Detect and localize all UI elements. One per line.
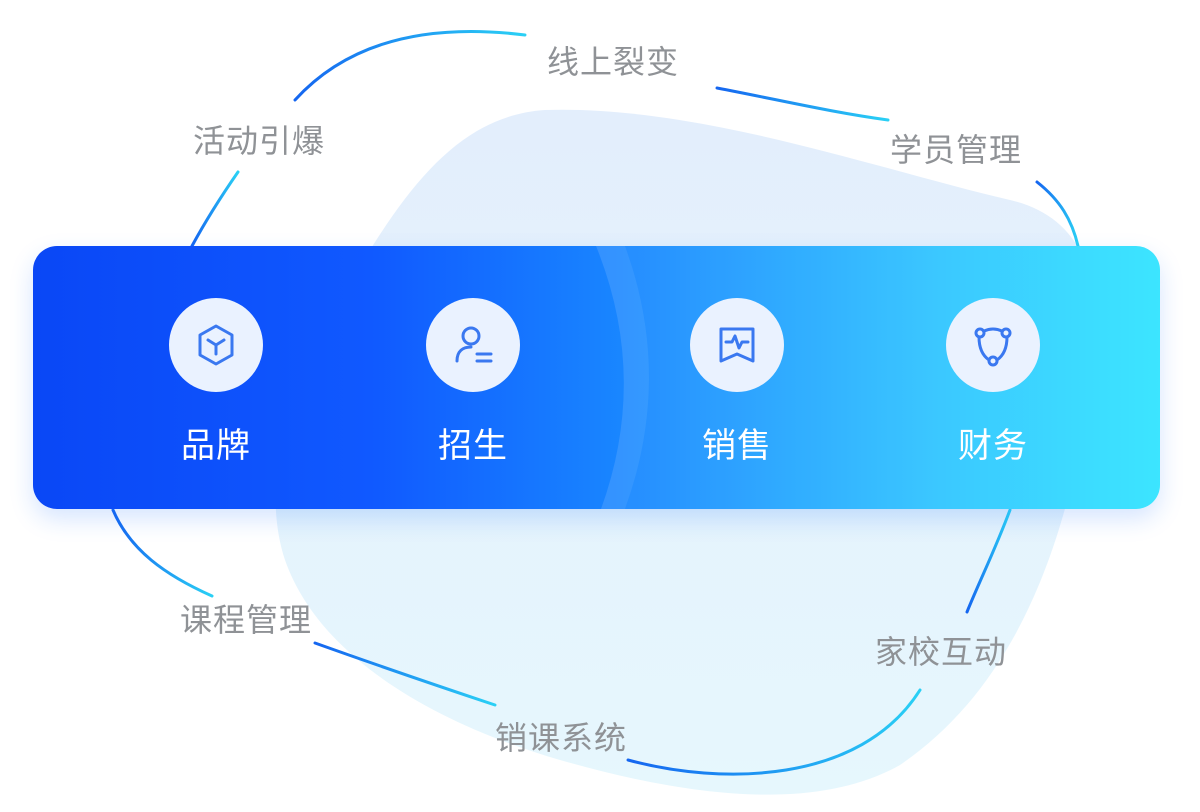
feature-sales[interactable]: 销售 (642, 298, 832, 466)
orbit-arc-left-lower (111, 508, 214, 598)
feature-band: 品牌 招生 销售 (33, 246, 1160, 509)
label-online-fission: 线上裂变 (547, 43, 680, 81)
feature-label: 招生 (438, 426, 508, 466)
label-home-school-interaction: 家校互动 (875, 633, 1008, 671)
chart-card-icon (719, 327, 755, 363)
orbit-arc-top-left (293, 29, 527, 102)
feature-label: 销售 (702, 426, 772, 466)
label-activity-boost: 活动引爆 (193, 122, 326, 160)
share-node-icon (974, 327, 1012, 367)
orbit-arc-bottom-left (313, 641, 497, 707)
orbit-arc-right-upper (1035, 180, 1080, 248)
feature-brand[interactable]: 品牌 (121, 298, 311, 466)
feature-enrollment[interactable]: 招生 (378, 298, 568, 466)
orbit-arc-top-right (715, 86, 890, 122)
feature-label: 品牌 (181, 426, 251, 466)
label-course-management: 课程管理 (180, 601, 313, 639)
orbit-arc-left-upper (190, 170, 240, 248)
label-student-management: 学员管理 (890, 131, 1023, 169)
feature-icon-circle (690, 298, 784, 392)
label-class-consumption-system: 销课系统 (495, 719, 628, 757)
feature-finance[interactable]: 财务 (898, 298, 1088, 466)
orbit-arc-bottom-right (626, 688, 922, 776)
cube-icon (198, 324, 234, 366)
feature-label: 财务 (958, 426, 1028, 466)
feature-icon-circle (946, 298, 1040, 392)
orbit-arc-right-lower (965, 508, 1012, 614)
user-add-icon (455, 326, 493, 363)
feature-icon-circle (426, 298, 520, 392)
feature-icon-circle (169, 298, 263, 392)
